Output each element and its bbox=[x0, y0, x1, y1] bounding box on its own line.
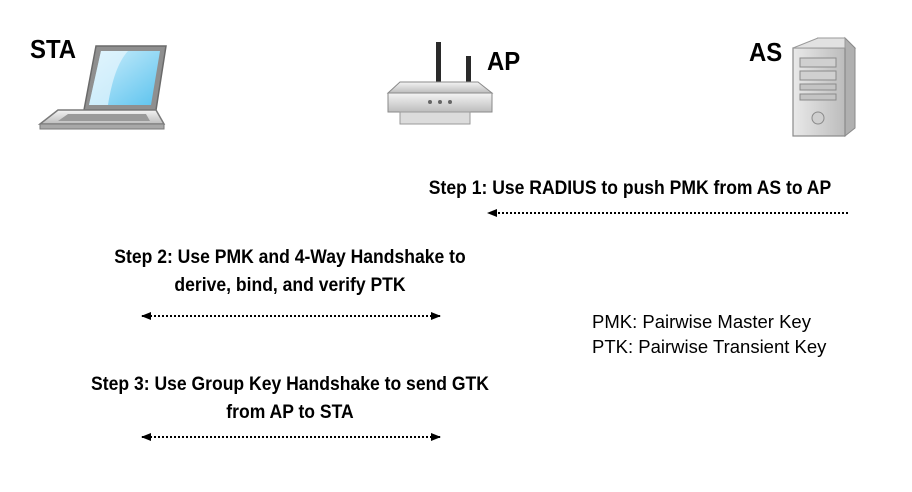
sta-label: STA bbox=[30, 34, 77, 64]
step3-line1: Step 3: Use Group Key Handshake to send … bbox=[91, 373, 489, 395]
legend: PMK: Pairwise Master Key PTK: Pairwise T… bbox=[592, 309, 826, 359]
step1-line1: Step 1: Use RADIUS to push PMK from AS t… bbox=[428, 177, 832, 199]
step2-line1: Step 2: Use PMK and 4-Way Handshake to bbox=[114, 246, 466, 268]
legend-item-ptk: PTK: Pairwise Transient Key bbox=[592, 336, 827, 357]
step2-line2: derive, bind, and verify PTK bbox=[174, 274, 406, 296]
step1-text: Step 1: Use RADIUS to push PMK from AS t… bbox=[387, 174, 873, 202]
ap-label: AP bbox=[487, 46, 521, 76]
server-tower-icon bbox=[792, 36, 857, 138]
step2-text: Step 2: Use PMK and 4-Way Handshake to d… bbox=[47, 243, 533, 299]
legend-item-pmk: PMK: Pairwise Master Key bbox=[592, 311, 811, 332]
as-label: AS bbox=[749, 37, 783, 67]
wireless-router-icon bbox=[386, 42, 494, 125]
laptop-icon bbox=[37, 45, 167, 130]
step3-line2: from AP to STA bbox=[226, 401, 354, 423]
step3-text: Step 3: Use Group Key Handshake to send … bbox=[47, 370, 533, 426]
